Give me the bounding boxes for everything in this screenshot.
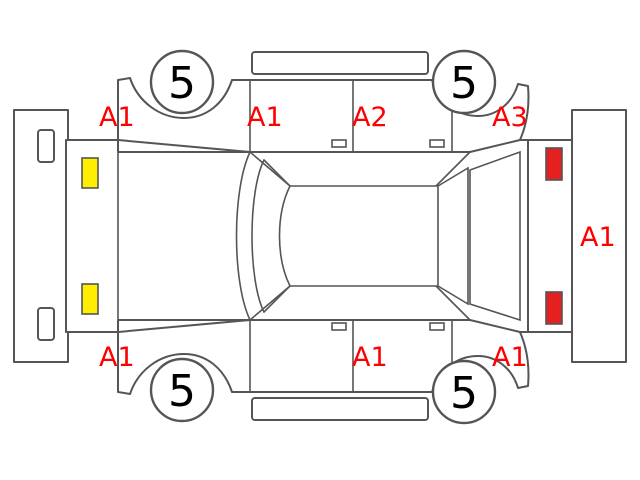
rear-left-taillamp [545,147,563,181]
front-left-tire-condition: 5 [168,58,196,109]
rear-left-tire-condition: 5 [450,58,478,109]
front-right-tire-condition: 5 [168,366,196,417]
damage-code-back-door: A1 [580,222,616,253]
rear-right-taillamp [545,291,563,325]
bottom-side-step [251,397,429,421]
top-side-step [251,51,429,75]
front-right-headlamp [81,283,99,315]
damage-code-rear-quarter-bottom: A1 [492,342,528,373]
front-bumper [13,109,69,363]
damage-code-front-fender-top: A1 [99,102,135,133]
rear-right-tire: 5 [431,359,497,425]
damage-code-rear-door-top: A2 [352,102,388,133]
damage-code-front-door-top: A1 [247,102,283,133]
rear-right-tire-condition: 5 [450,368,478,419]
damage-code-rear-door-bottom: A1 [352,342,388,373]
front-left-tire: 5 [149,49,215,115]
front-left-headlamp [81,157,99,189]
damage-code-rear-quarter-top: A3 [492,102,528,133]
car-top-view [65,139,573,333]
front-right-tire: 5 [149,357,215,423]
damage-code-front-fender-bottom: A1 [99,342,135,373]
rear-left-tire: 5 [431,49,497,115]
